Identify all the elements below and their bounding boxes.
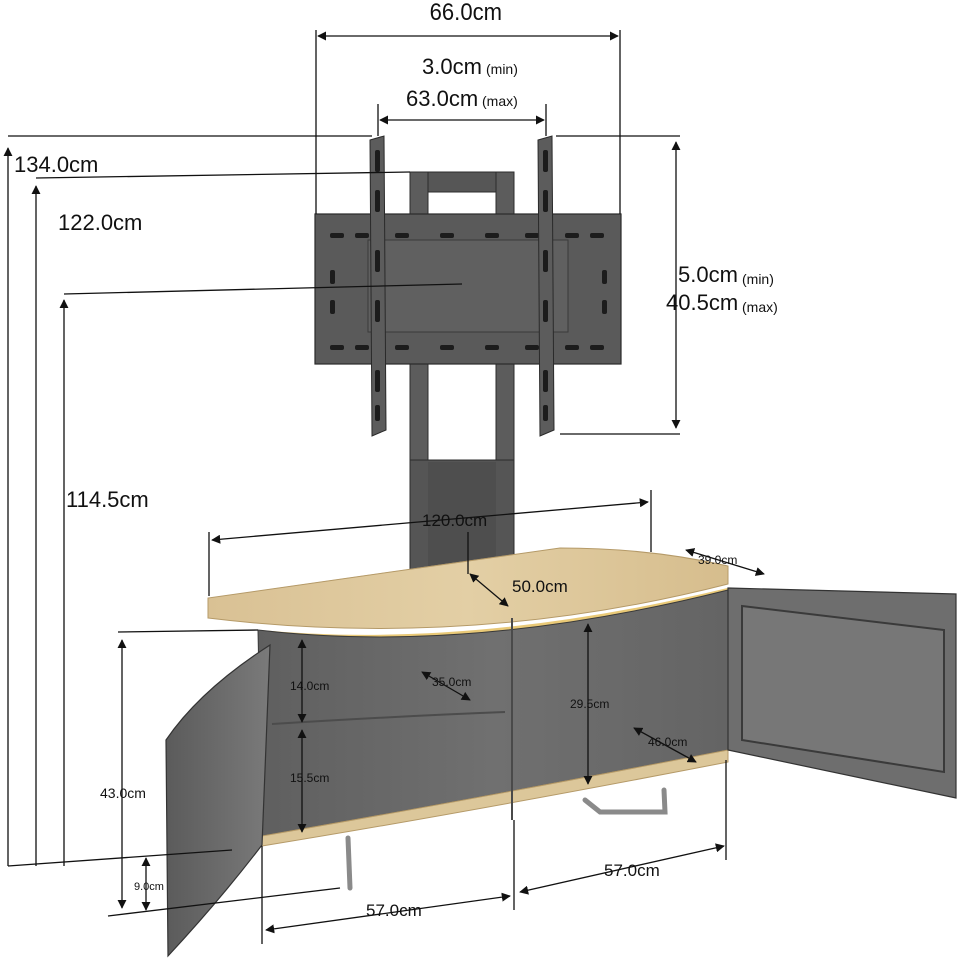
shelf-upper-label: 14.0cm bbox=[290, 679, 329, 693]
bay-right-label: 57.0cm bbox=[604, 861, 660, 880]
vesa-h-max-label: 63.0cm bbox=[406, 86, 478, 111]
leg-height-label: 9.0cm bbox=[134, 881, 164, 893]
vesa-v-min-unit: (min) bbox=[742, 271, 774, 287]
inner-diag-label: 46.0cm bbox=[648, 735, 687, 749]
vesa-h-min-unit: (min) bbox=[486, 61, 518, 77]
height-top-label: 122.0cm bbox=[58, 210, 142, 235]
left-door bbox=[165, 643, 271, 958]
vesa-v-max-unit: (max) bbox=[742, 299, 778, 315]
height-center-label: 114.5cm bbox=[66, 487, 149, 512]
cabinet-width-label: 120.0cm bbox=[422, 511, 487, 530]
inner-depth-label: 35.0cm bbox=[432, 675, 471, 689]
cabinet-height-label: 43.0cm bbox=[100, 785, 146, 801]
dimension-lines bbox=[3, 30, 765, 944]
height-total-label: 134.0cm bbox=[14, 152, 98, 177]
cabinet-depth-side-label: 39.0cm bbox=[698, 553, 737, 567]
vesa-h-max-unit: (max) bbox=[482, 93, 518, 109]
cabinet bbox=[207, 547, 729, 891]
shelf-lower-label: 15.5cm bbox=[290, 771, 329, 785]
vesa-h-min-label: 3.0cm bbox=[422, 54, 482, 79]
vesa-v-max-label: 40.5cm bbox=[666, 290, 738, 315]
cabinet-depth-center-label: 50.0cm bbox=[512, 577, 568, 596]
inner-height-label: 29.5cm bbox=[570, 697, 609, 711]
bay-left-label: 57.0cm bbox=[366, 901, 422, 920]
vesa-v-min-label: 5.0cm bbox=[678, 262, 738, 287]
mounting-plate bbox=[314, 213, 622, 365]
right-door bbox=[727, 587, 957, 799]
width-total-label: 66.0cm bbox=[430, 0, 502, 25]
